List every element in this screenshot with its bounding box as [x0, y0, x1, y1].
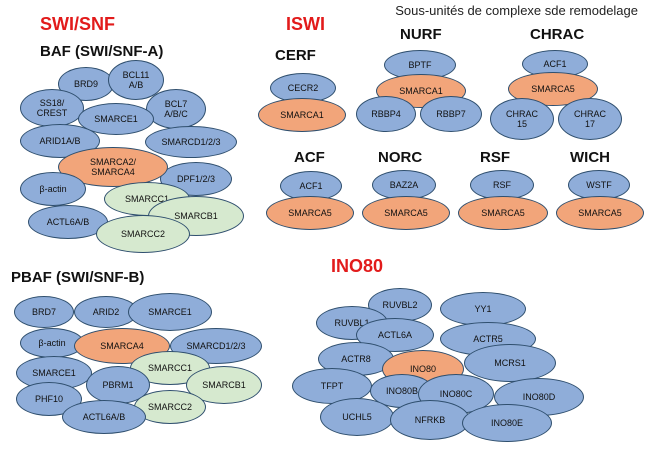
node-bcl11: BCL11 A/B [108, 60, 164, 100]
complex-baf: BAF (SWI/SNF-A) [40, 43, 164, 60]
complex-chrac: CHRAC [530, 26, 585, 43]
node-pbaf-smarce1-top: SMARCE1 [128, 293, 212, 331]
node-pbaf-bactin: β-actin [20, 328, 84, 358]
node-rsf: RSF [470, 170, 534, 200]
node-actl6a: ACTL6A [356, 318, 434, 352]
family-ino80: INO80 [331, 256, 384, 276]
node-rbbp4: RBBP4 [356, 96, 416, 132]
family-swisnf: SWI/SNF [40, 14, 115, 34]
node-rsf-smarca5: SMARCA5 [458, 196, 548, 230]
node-acf-smarca5: SMARCA5 [266, 196, 354, 230]
complex-norc: NORC [378, 149, 423, 166]
node-ss18: SS18/ CREST [20, 89, 84, 127]
node-arid1: ARID1A/B [20, 124, 100, 158]
node-mcrs1: MCRS1 [464, 344, 556, 382]
family-iswi: ISWI [286, 14, 325, 34]
node-bcl7: BCL7 A/B/C [146, 89, 206, 129]
node-arid2: ARID2 [74, 296, 138, 328]
complex-acf: ACF [294, 149, 325, 166]
node-rbbp7: RBBP7 [420, 96, 482, 132]
complex-pbaf: PBAF (SWI/SNF-B) [11, 269, 145, 286]
node-chrac17: CHRAC 17 [558, 98, 622, 140]
node-yy1: YY1 [440, 292, 526, 326]
node-baf-smarce1: SMARCE1 [78, 103, 154, 135]
node-wich-smarca5: SMARCA5 [556, 196, 644, 230]
complex-rsf: RSF [480, 149, 510, 166]
node-nfrkb: NFRKB [390, 400, 470, 440]
node-wstf: WSTF [568, 170, 630, 200]
node-chrac15: CHRAC 15 [490, 98, 554, 140]
node-pbaf-actl6: ACTL6A/B [62, 400, 146, 434]
node-baf-smarcd: SMARCD1/2/3 [145, 126, 237, 158]
node-baf-actl6: ACTL6A/B [28, 205, 108, 239]
complex-nurf: NURF [400, 26, 442, 43]
node-baf-smarcc2: SMARCC2 [96, 215, 190, 253]
node-baf-bactin: β-actin [20, 172, 86, 206]
complex-cerf: CERF [275, 47, 316, 64]
node-baf-smarcb1: SMARCB1 [148, 196, 244, 236]
node-norc-smarca5: SMARCA5 [362, 196, 450, 230]
node-uchl5: UCHL5 [320, 398, 394, 436]
complex-wich: WICH [570, 149, 610, 166]
node-brd7: BRD7 [14, 296, 74, 328]
node-cerf-smarca1: SMARCA1 [258, 98, 346, 132]
node-ino80e: INO80E [462, 404, 552, 442]
diagram-title: Sous-unités de complexe sde remodelage [395, 3, 638, 18]
